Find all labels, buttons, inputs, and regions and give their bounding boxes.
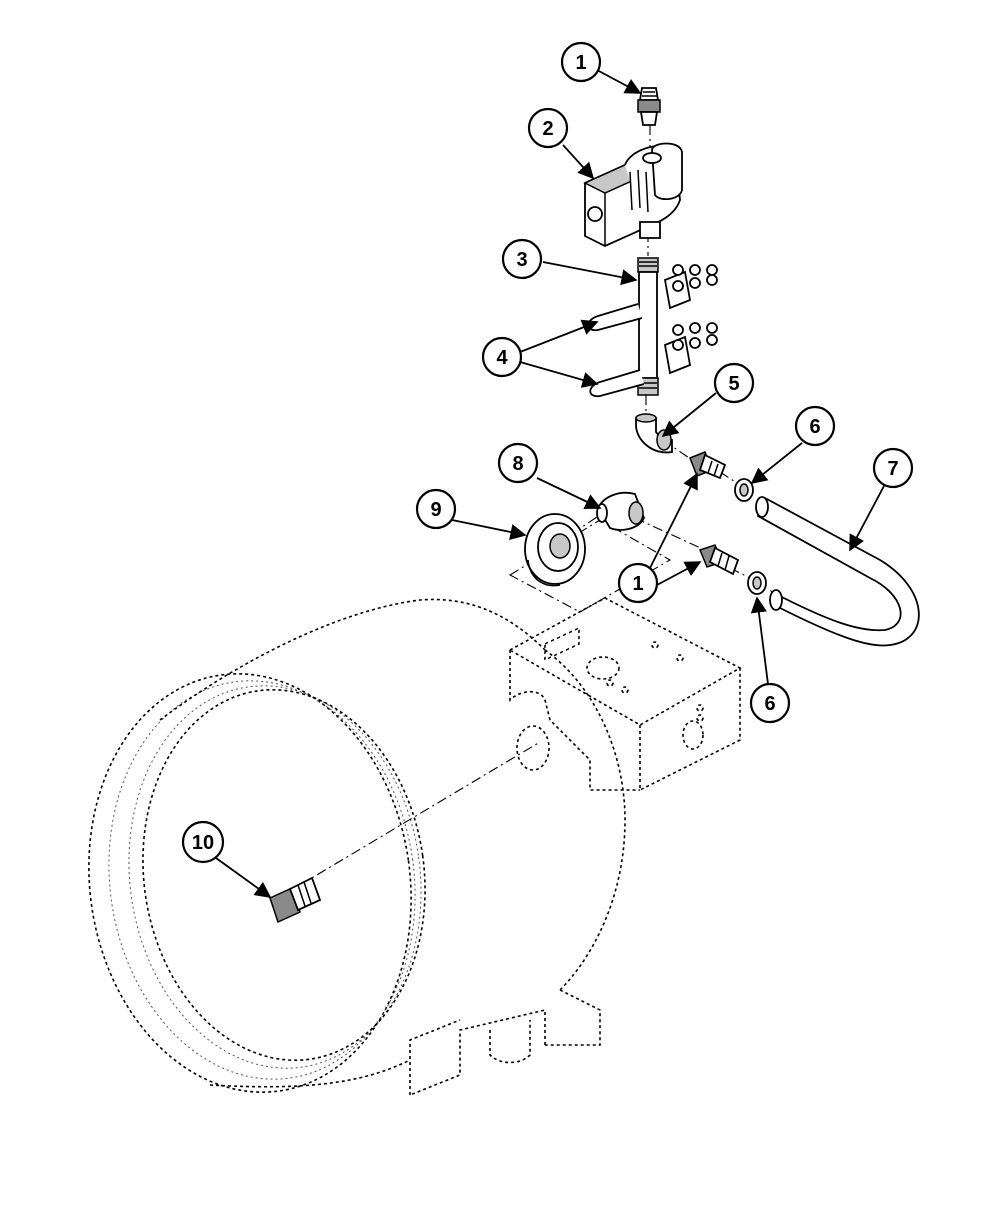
svg-text:1: 1	[575, 52, 586, 74]
svg-text:3: 3	[516, 249, 527, 271]
leader-lines	[216, 70, 884, 897]
callout-2: 2	[529, 109, 567, 147]
solenoid-valve	[585, 144, 682, 247]
svg-text:6: 6	[809, 416, 820, 438]
tub-assembly-phantom	[62, 520, 740, 1113]
callout-10: 10	[183, 822, 223, 862]
hose-barb-lower	[700, 545, 738, 574]
grommet	[525, 514, 585, 586]
callout-9: 9	[417, 490, 455, 528]
svg-text:2: 2	[542, 118, 553, 140]
svg-text:9: 9	[430, 499, 441, 521]
hose-clamp-lower	[748, 572, 766, 594]
hose-clamp-upper	[735, 479, 753, 501]
svg-text:1: 1	[632, 573, 643, 595]
pipe-elbow-lower	[597, 493, 644, 530]
callout-7: 7	[874, 449, 912, 487]
callout-4: 4	[483, 338, 521, 376]
svg-text:10: 10	[192, 832, 214, 854]
svg-text:6: 6	[764, 693, 775, 715]
callout-5: 5	[715, 364, 753, 402]
callout-1-bottom: 1	[619, 564, 657, 602]
svg-text:4: 4	[496, 347, 508, 369]
svg-text:8: 8	[512, 453, 523, 475]
callout-8: 8	[499, 444, 537, 482]
hose-barb-upper	[690, 452, 725, 478]
svg-text:5: 5	[728, 373, 739, 395]
u-hose	[756, 497, 919, 646]
callout-6-top: 6	[796, 407, 834, 445]
callout-1-top: 1	[562, 43, 600, 81]
callout-6-bottom: 6	[751, 684, 789, 722]
tub-fitting	[270, 878, 320, 922]
svg-text:7: 7	[887, 458, 898, 480]
hose-nipple-top	[638, 88, 660, 125]
callout-3: 3	[503, 240, 541, 278]
